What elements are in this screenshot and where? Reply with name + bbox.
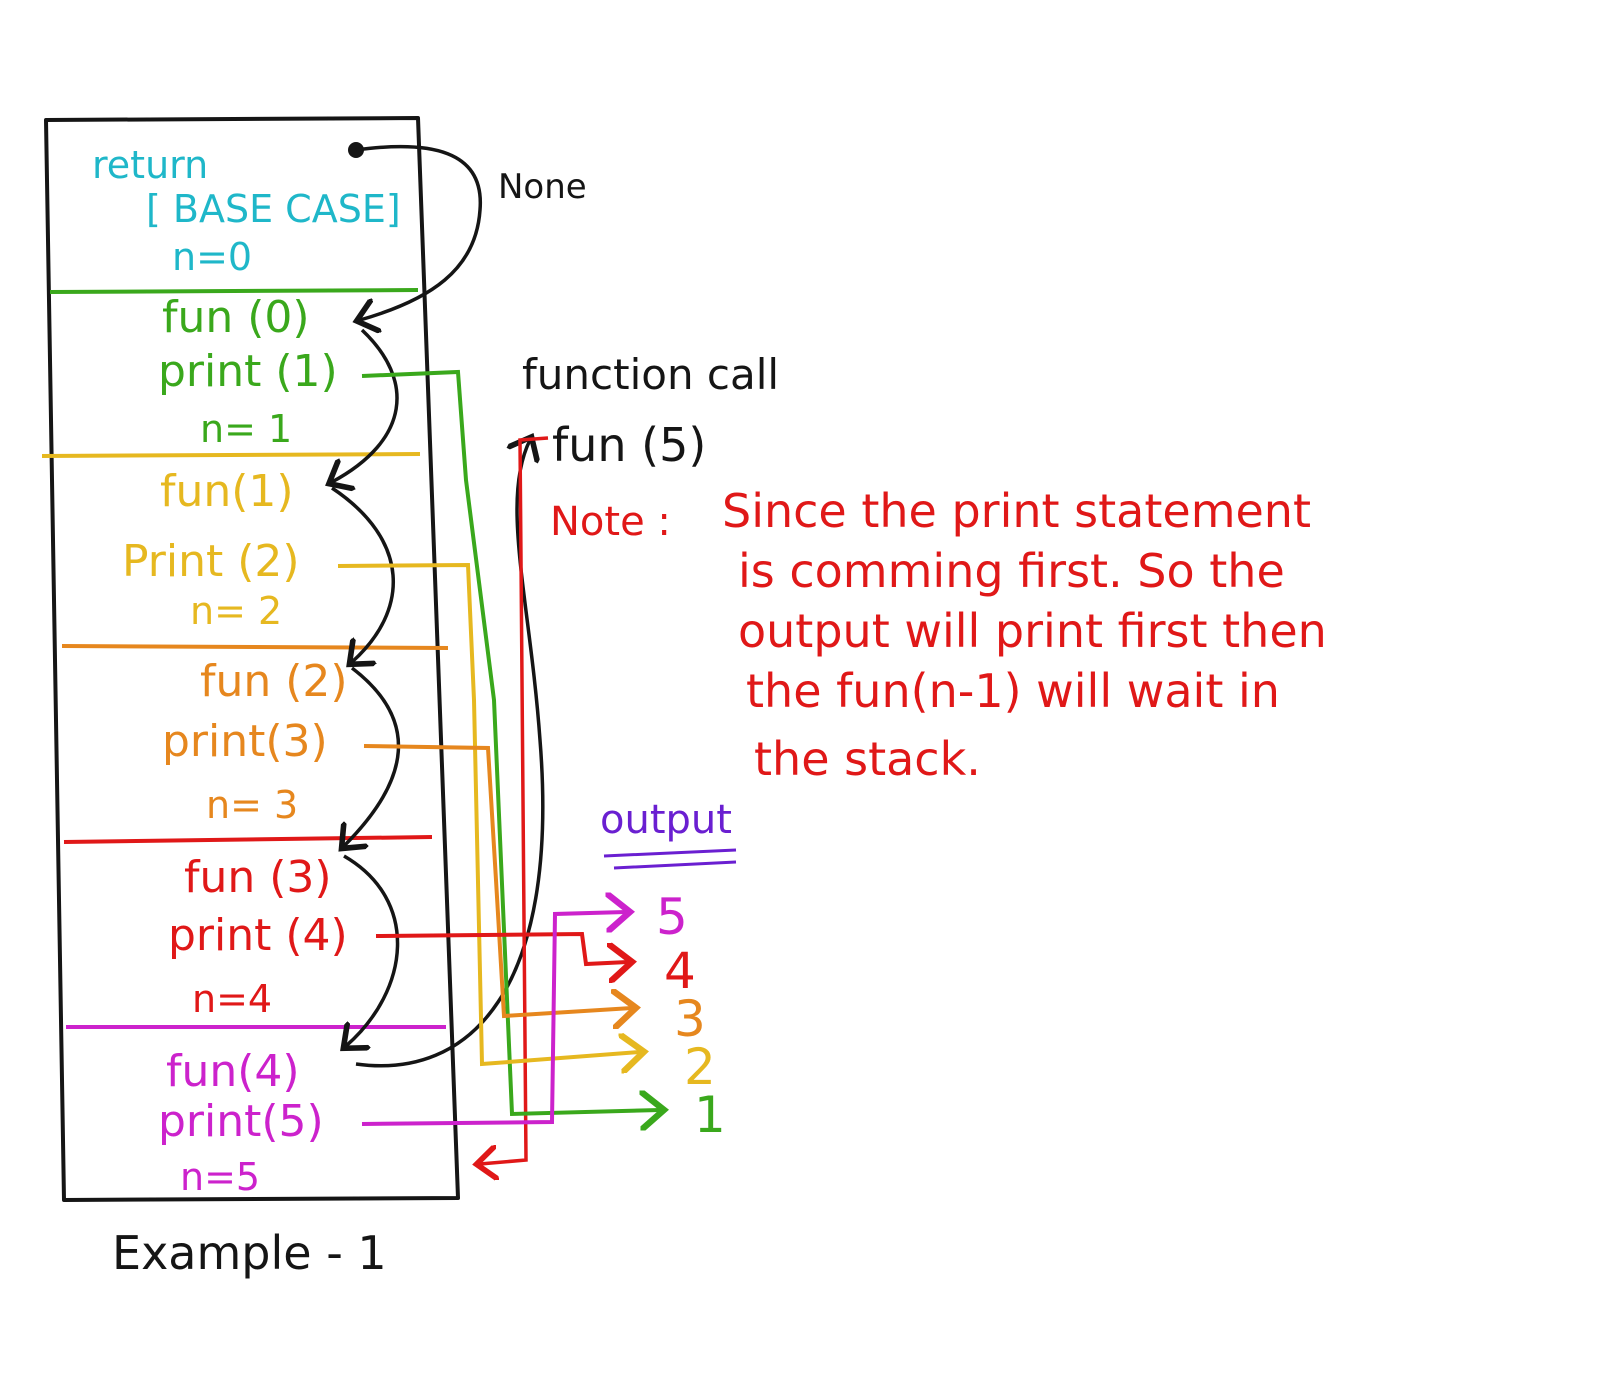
- frame-3-call: fun (2): [200, 656, 348, 707]
- frame-4-call: fun (3): [184, 852, 332, 903]
- call-arrow-3: [344, 666, 401, 846]
- frame-3-print: print(3): [162, 716, 328, 767]
- frame-1-call: fun (0): [162, 292, 310, 343]
- caption-example: Example - 1: [112, 1226, 387, 1280]
- output-title: output: [600, 797, 732, 843]
- call-arrow-1: [332, 328, 399, 482]
- note-prefix: Note :: [550, 499, 671, 545]
- divider-frame-1: [41, 452, 421, 458]
- none-label: None: [498, 167, 587, 207]
- divider-frame-2: [61, 644, 449, 650]
- function-call-label: function call: [522, 350, 780, 399]
- output-line-4: [375, 931, 628, 964]
- frame-5-print: print(5): [158, 1096, 324, 1147]
- stack-box: [44, 116, 460, 1202]
- output-line-3: [363, 744, 632, 1016]
- frame-5-call: fun(4): [166, 1046, 300, 1097]
- frame-2-print: Print (2): [122, 536, 300, 587]
- frame-2-n: n= 2: [190, 589, 283, 633]
- frame-2-call: fun(1): [160, 466, 294, 517]
- base-case-return: return: [92, 143, 209, 187]
- divider-frame-3: [63, 835, 433, 844]
- function-call-fun5: fun (5): [552, 418, 707, 472]
- frame-3-n: n= 3: [206, 783, 299, 827]
- base-case-n: n=0: [172, 235, 253, 279]
- output-value-3: 3: [674, 990, 706, 1048]
- note-line-3: output will print first then: [738, 604, 1327, 658]
- call-arrow-5: [355, 440, 545, 1068]
- base-case-label: [ BASE CASE]: [146, 187, 401, 231]
- output-value-2: 2: [684, 1038, 716, 1096]
- output-underline: [603, 848, 737, 870]
- output-value-4: 4: [664, 942, 696, 1000]
- output-line-1: [361, 369, 660, 1114]
- output-value-1: 1: [694, 1086, 726, 1144]
- note-line-1: Since the print statement: [722, 484, 1311, 538]
- call-arrow-2: [331, 486, 395, 662]
- note-line-2: is comming first. So the: [738, 544, 1285, 598]
- frame-4-print: print (4): [168, 910, 348, 961]
- note-line-4: the fun(n-1) will wait in: [746, 664, 1280, 718]
- note-line-5: the stack.: [754, 732, 981, 786]
- frame-1-n: n= 1: [200, 407, 293, 451]
- red-call-line: [480, 436, 549, 1164]
- divider-base: [49, 288, 419, 294]
- output-line-2: [337, 562, 640, 1064]
- frame-1-print: print (1): [158, 346, 338, 397]
- frame-4-n: n=4: [192, 977, 273, 1021]
- frame-5-n: n=5: [180, 1155, 261, 1199]
- output-value-5: 5: [656, 888, 688, 946]
- call-arrow-4: [344, 854, 400, 1046]
- output-line-5: [361, 912, 626, 1126]
- return-none-arrow: [356, 144, 482, 320]
